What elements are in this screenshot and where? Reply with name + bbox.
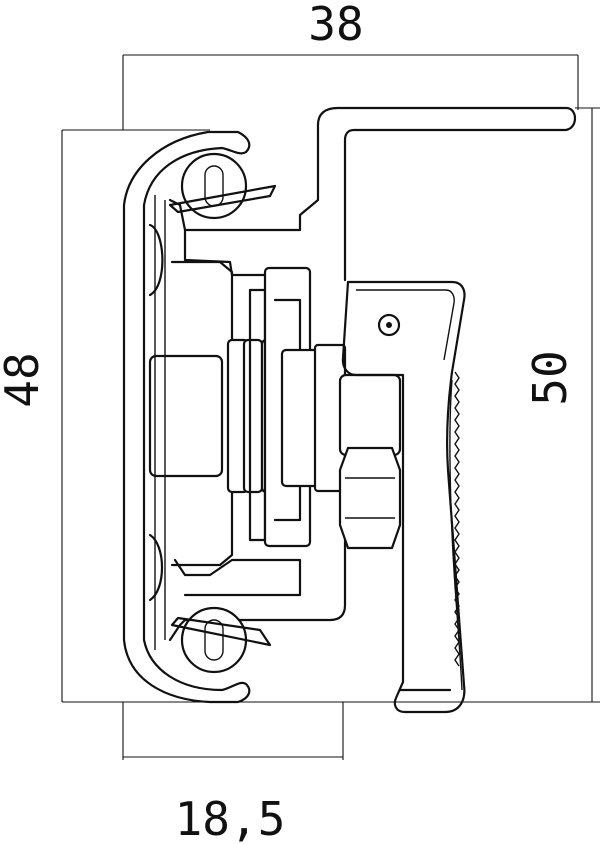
hex-nut (338, 373, 402, 550)
ball-bearing-upper (148, 152, 277, 297)
roller-hub-assembly (148, 260, 347, 567)
dimension-height-left-label: 48 (0, 352, 49, 407)
ball-bearing-lower (148, 533, 272, 674)
inner-rail (154, 106, 577, 650)
dimension-height-right-label: 50 (523, 350, 577, 405)
outer-rail (122, 130, 251, 704)
dimension-width-bottom-label: 18,5 (175, 792, 286, 844)
dimension-width-top-label: 38 (308, 0, 363, 51)
dimension-lines (61, 54, 600, 760)
locking-lever (341, 280, 466, 714)
